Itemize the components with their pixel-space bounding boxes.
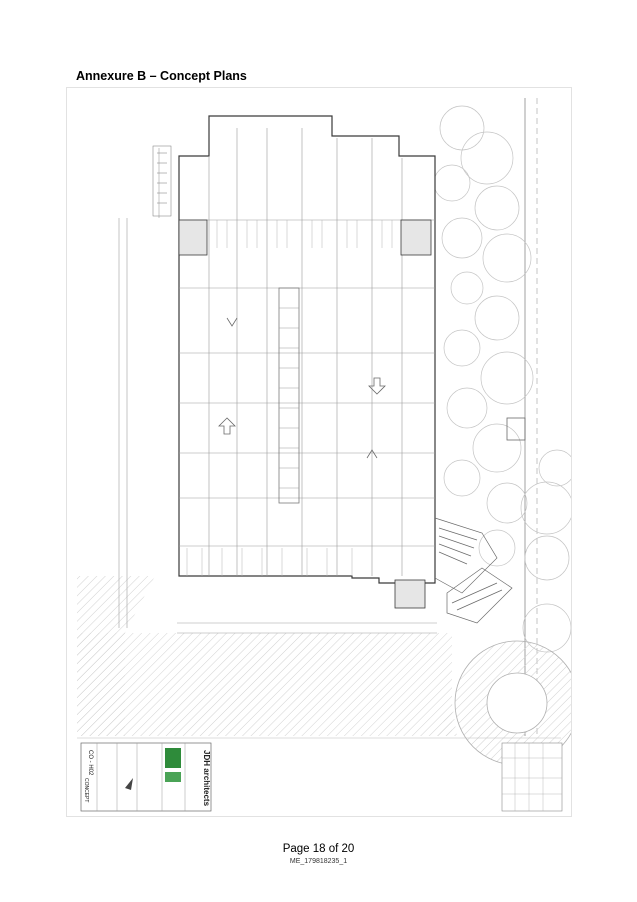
lift-core-bottom xyxy=(394,579,426,609)
firm-name: JDH architects xyxy=(202,750,211,807)
tree-canopies xyxy=(433,105,571,653)
revision-table xyxy=(501,742,563,812)
stair-core-right xyxy=(400,219,432,256)
page-heading: Annexure B – Concept Plans xyxy=(76,69,247,83)
page-number: Page 18 of 20 xyxy=(282,843,355,855)
stair-core-left xyxy=(178,219,208,256)
building-outline xyxy=(178,115,436,584)
traffic-arrows xyxy=(218,317,386,459)
title-block: JDH architects CO - H02 CONCEPT xyxy=(77,737,563,812)
concept-plan-drawing: JDH architects CO - H02 CONCEPT xyxy=(66,87,572,817)
hatched-strip xyxy=(77,633,452,736)
firm-logo xyxy=(165,748,181,768)
sheet-status: CONCEPT xyxy=(83,778,89,802)
dimension-lines xyxy=(118,148,437,634)
north-arrow-icon xyxy=(125,778,133,790)
sheet-number: CO - H02 xyxy=(87,750,93,776)
document-reference: ME_179818235_1 xyxy=(289,858,348,865)
plan-annotations xyxy=(152,145,172,217)
entrance-ramps xyxy=(434,517,513,624)
central-ramp xyxy=(278,287,300,504)
structural-grid xyxy=(179,128,435,576)
site-plan-svg: JDH architects CO - H02 CONCEPT xyxy=(77,98,571,812)
bin-enclosure xyxy=(506,417,526,441)
title-block-left xyxy=(80,742,212,812)
